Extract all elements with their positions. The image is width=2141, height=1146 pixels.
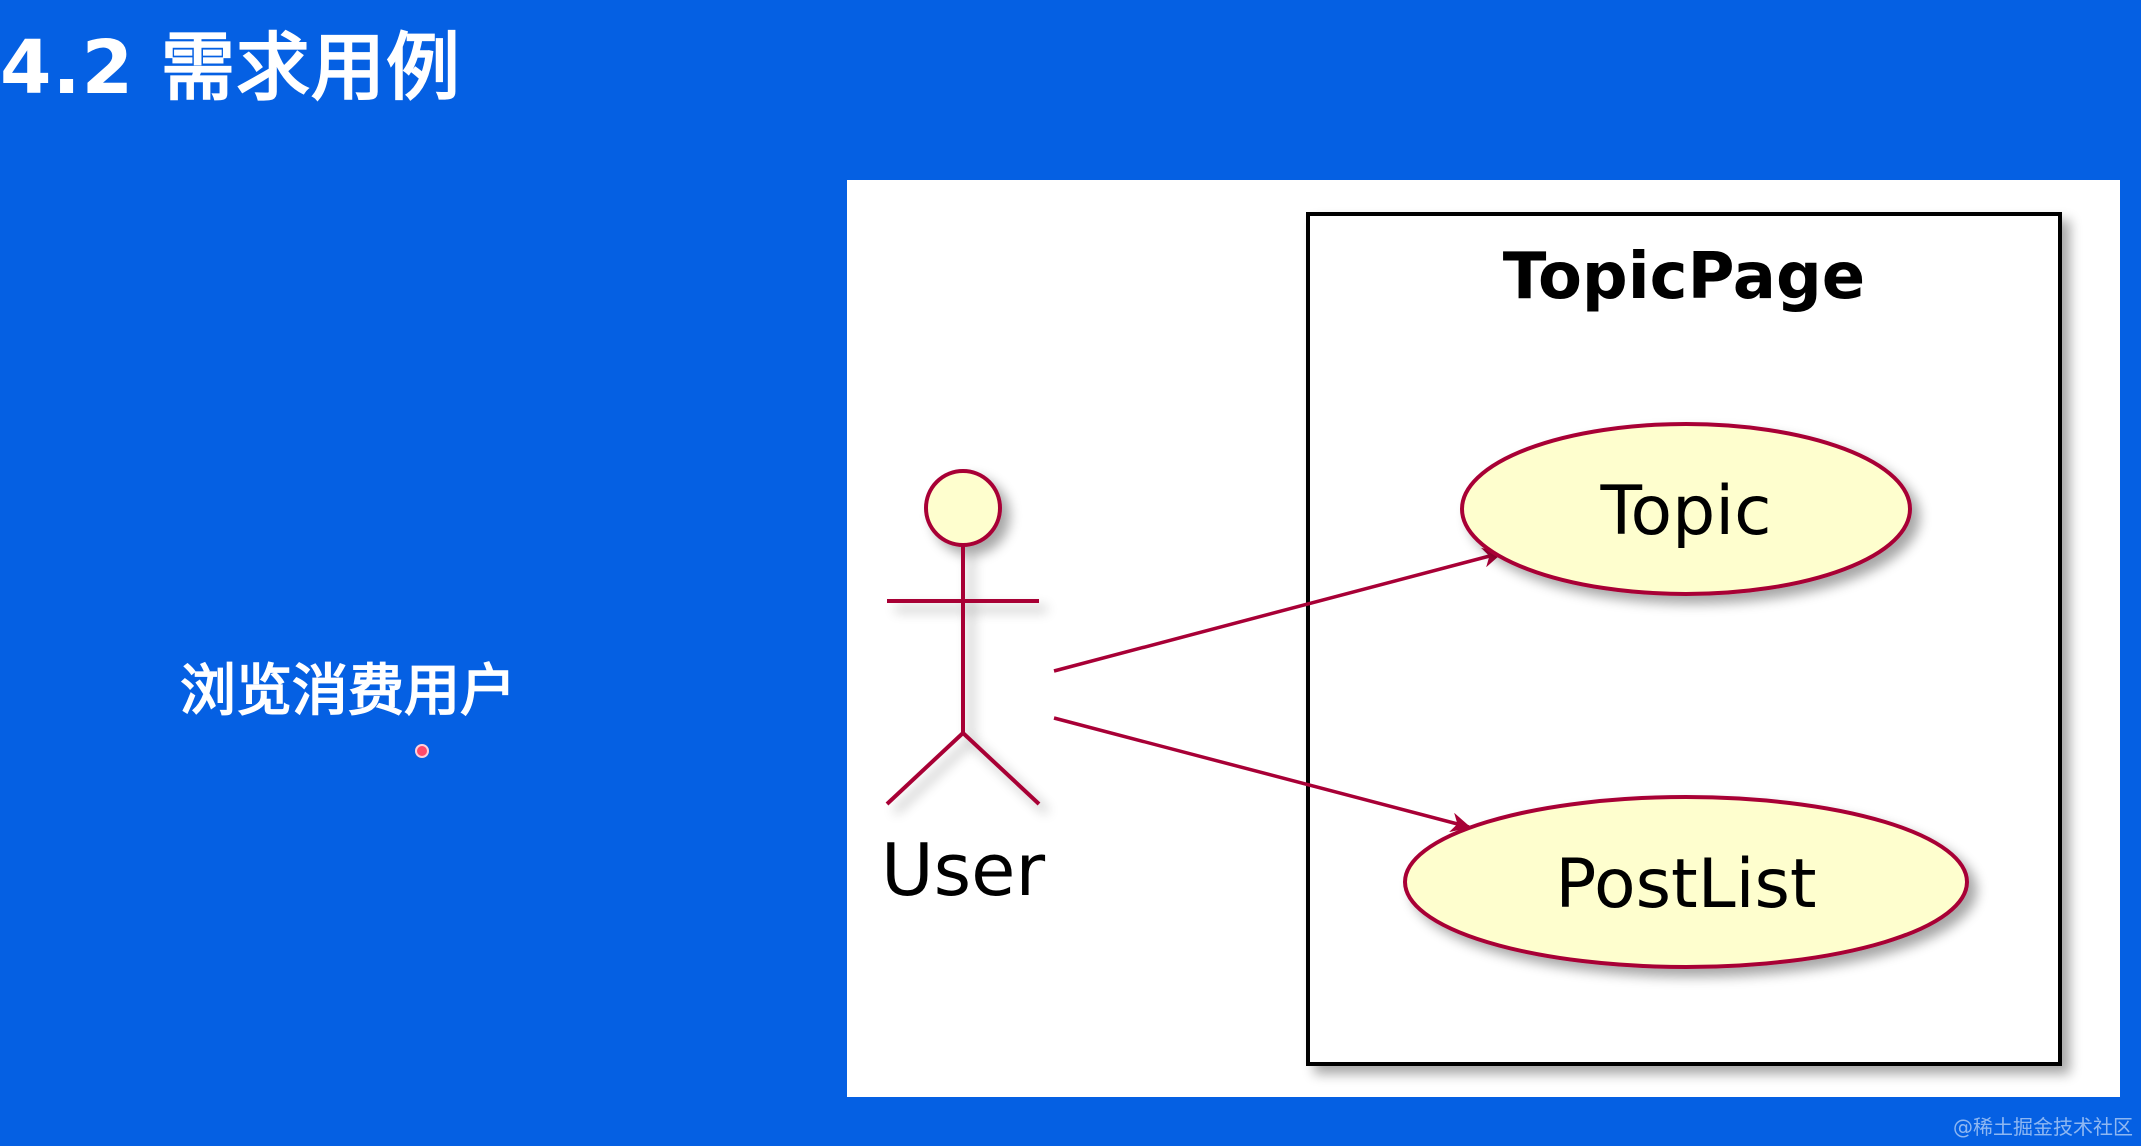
use-case-postlist-label: PostList: [1555, 845, 1816, 924]
use-case-postlist: PostList: [1403, 795, 1969, 969]
actor-user-icon: [885, 469, 1041, 806]
actor-description: 浏览消费用户: [180, 659, 516, 724]
pointer-dot-icon: [415, 744, 429, 758]
use-case-topic-label: Topic: [1599, 472, 1771, 551]
actor-label: User: [881, 828, 1046, 912]
slide-title: 4.2 需求用例: [0, 25, 461, 111]
system-boundary-title: TopicPage: [1503, 240, 1865, 314]
watermark: @稀土掘金技术社区: [1953, 1115, 2133, 1139]
arrow-user-to-postlist: [1053, 716, 1471, 833]
association-arrows: [1053, 547, 1503, 833]
arrow-user-to-topic: [1053, 547, 1503, 673]
use-case-topic: Topic: [1460, 422, 1912, 596]
use-case-diagram: TopicPage User Topic PostList: [847, 180, 2120, 1097]
use-case-diagram-canvas: TopicPage User Topic PostList: [881, 212, 2062, 1066]
